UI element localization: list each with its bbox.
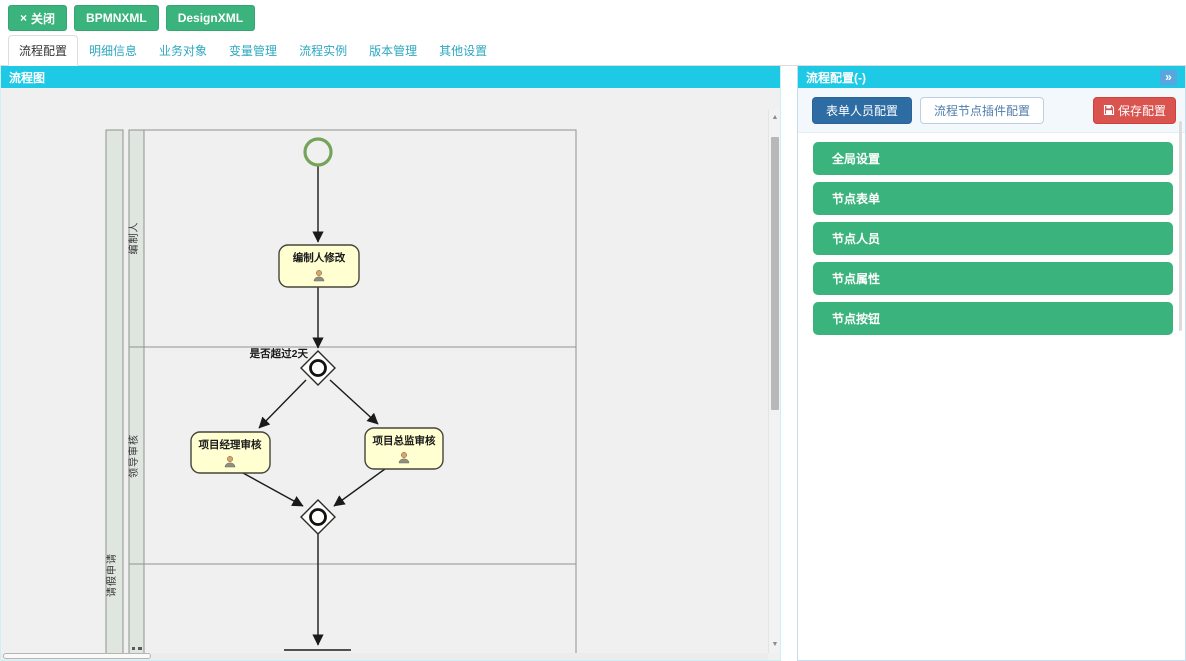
scroll-up-arrow-icon[interactable]: ▲ (771, 114, 779, 121)
task-project-director-review[interactable]: 项目总监审核 (364, 427, 444, 470)
tab-variable-mgmt[interactable]: 变量管理 (229, 44, 278, 58)
tab-process-instance[interactable]: 流程实例 (299, 44, 348, 58)
gateway-merge[interactable] (300, 499, 336, 535)
process-config-title: 流程配置(-) (806, 70, 866, 85)
flow-task2-to-gateway2 (242, 472, 304, 507)
tab-detail-info[interactable]: 明细信息 (89, 44, 138, 58)
lane-label-bar (128, 129, 145, 660)
close-button-label: 关闭 (31, 11, 56, 26)
tab-version-mgmt[interactable]: 版本管理 (369, 44, 418, 58)
canvas-vertical-scrollbar[interactable]: ▲ ▼ (768, 110, 780, 653)
tab-process-config[interactable]: 流程配置 (8, 35, 79, 66)
task1-label: 编制人修改 (293, 251, 346, 264)
close-button[interactable]: × 关闭 (8, 5, 68, 31)
flow-gateway1-to-task2 (258, 379, 307, 429)
task-editor-modify[interactable]: 编制人修改 (278, 244, 360, 288)
node-plugin-config-button[interactable]: 流程节点插件配置 (920, 96, 1045, 124)
designxml-button[interactable]: DesignXML (165, 5, 256, 31)
vertical-scroll-thumb[interactable] (771, 137, 779, 410)
accordion-global-settings[interactable]: 全局设置 (813, 142, 1173, 175)
accordion-node-form[interactable]: 节点表单 (813, 182, 1173, 215)
flow-diagram-panel-header: 流程图 (1, 66, 780, 88)
flow-diagram-title: 流程图 (9, 70, 46, 85)
lane1-label: 编制人 (127, 222, 140, 255)
horizontal-scroll-thumb[interactable] (3, 653, 151, 659)
task-project-manager-review[interactable]: 项目经理审核 (190, 431, 271, 474)
lanes-container (128, 129, 577, 660)
config-button-row: 表单人员配置 流程节点插件配置 保存配置 (798, 88, 1185, 133)
pool-label: 请假申请 (105, 553, 118, 597)
tab-business-object[interactable]: 业务对象 (159, 44, 208, 58)
accordion-node-buttons[interactable]: 节点按钮 (813, 302, 1173, 335)
tab-other-settings[interactable]: 其他设置 (439, 44, 488, 58)
lane3-label-fragment (132, 647, 142, 650)
gateway-over-2-days[interactable] (300, 350, 336, 386)
flow-diagram-panel: 流程图 请假申请 编制人 领导审核 (0, 66, 781, 661)
bpmnxml-button[interactable]: BPMNXML (74, 5, 159, 31)
user-icon (313, 270, 325, 282)
bpmn-diagram: 请假申请 编制人 领导审核 (105, 129, 577, 660)
canvas-horizontal-scrollbar[interactable] (1, 653, 768, 660)
flow-task3-to-gateway2 (333, 468, 386, 507)
start-event[interactable] (303, 137, 333, 167)
panel-scrollbar-thumb[interactable] (1179, 121, 1182, 331)
flow-gateway1-to-task3 (329, 379, 379, 425)
process-config-panel-header: 流程配置(-) » (798, 66, 1185, 88)
scroll-down-arrow-icon[interactable]: ▼ (771, 641, 779, 648)
close-icon: × (20, 11, 28, 25)
accordion-node-person[interactable]: 节点人员 (813, 222, 1173, 255)
save-config-button[interactable]: 保存配置 (1092, 96, 1176, 124)
pool-bar (105, 129, 124, 660)
flow-diagram-canvas[interactable]: 请假申请 编制人 领导审核 (1, 88, 780, 660)
lane2-label: 领导审核 (127, 434, 140, 478)
user-icon (398, 452, 410, 464)
top-toolbar: × 关闭 BPMNXML DesignXML (0, 0, 1186, 36)
save-icon (1103, 104, 1115, 116)
config-accordion: 全局设置 节点表单 节点人员 节点属性 节点按钮 (798, 133, 1185, 335)
process-config-panel: 流程配置(-) » 表单人员配置 流程节点插件配置 保存配置 全局设置 节点表单… (797, 66, 1186, 661)
save-config-label: 保存配置 (1117, 103, 1166, 118)
task3-label: 项目总监审核 (373, 434, 436, 447)
user-icon (224, 456, 236, 468)
gateway1-label: 是否超过2天 (249, 347, 309, 360)
tab-bar: 流程配置 明细信息 业务对象 变量管理 流程实例 版本管理 其他设置 (0, 35, 1186, 66)
accordion-node-attributes[interactable]: 节点属性 (813, 262, 1173, 295)
task2-label: 项目经理审核 (199, 438, 262, 451)
form-person-config-button[interactable]: 表单人员配置 (812, 96, 913, 124)
collapse-panel-icon[interactable]: » (1160, 69, 1177, 85)
